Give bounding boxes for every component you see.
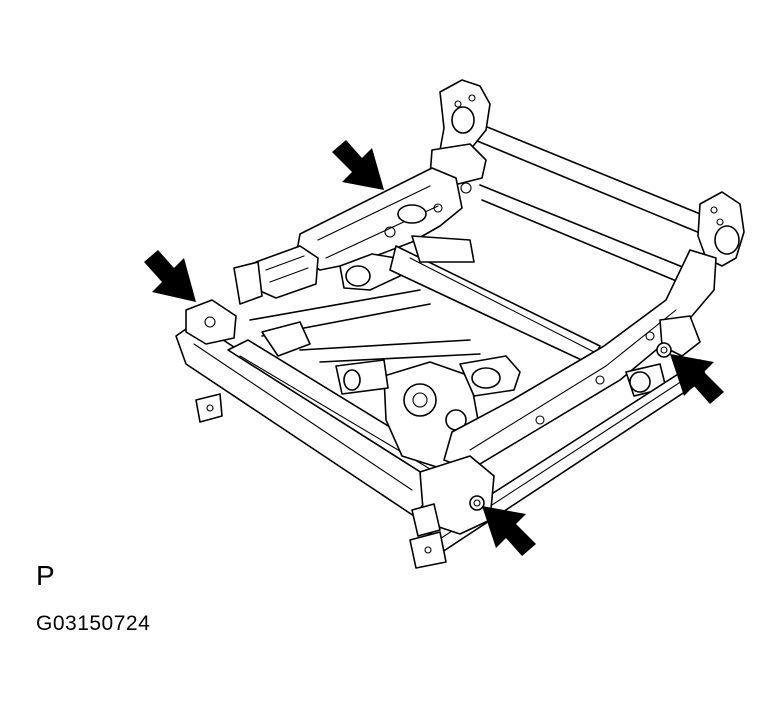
left-motor-assembly xyxy=(233,245,319,305)
right-rear-bracket xyxy=(697,191,745,267)
mid-cross-bar xyxy=(479,184,691,286)
left-upper-rail xyxy=(295,167,463,271)
arrow-rear-right-bolt xyxy=(670,354,724,404)
arrow-rear-left-bolt xyxy=(332,140,384,190)
arrow-front-right-bolt xyxy=(482,506,536,556)
figure-id: G03150724 xyxy=(36,612,151,635)
left-lower-rail xyxy=(175,299,431,517)
center-shaft xyxy=(339,235,601,365)
arrow-front-left-bolt xyxy=(144,250,196,302)
front-center-bracket xyxy=(411,455,495,537)
view-label: P xyxy=(36,560,55,591)
rear-cross-bar xyxy=(469,119,716,239)
